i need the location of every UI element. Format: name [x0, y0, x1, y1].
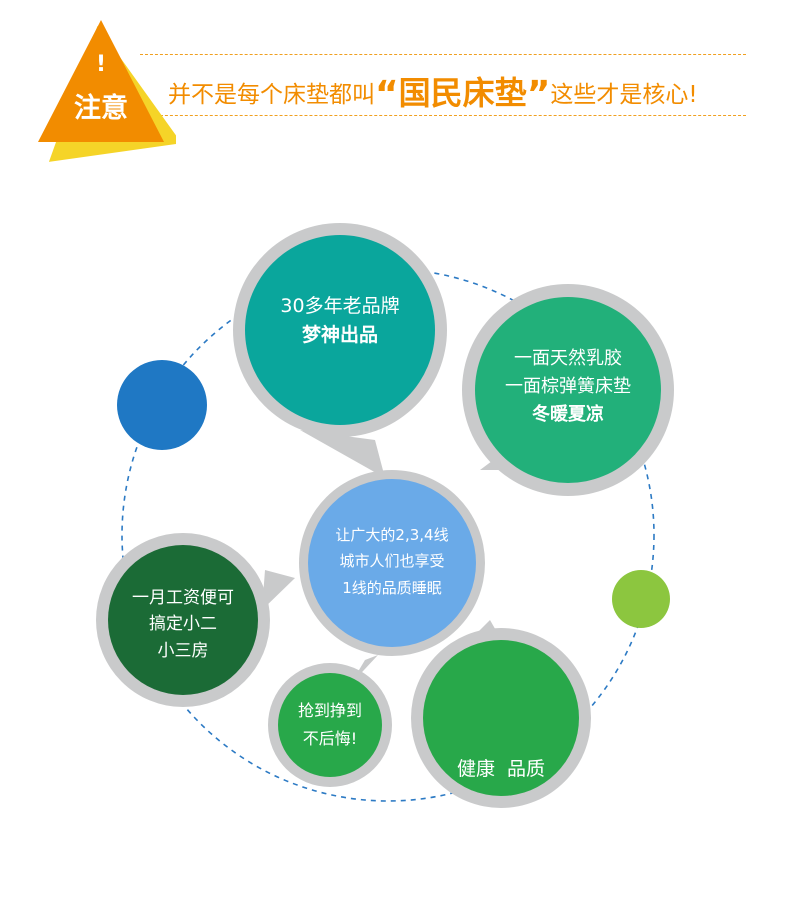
grab-line2: 不后悔! — [302, 729, 358, 748]
brand-line2: 梦神出品 — [301, 324, 378, 347]
brand-text: 30多年老品牌 梦神出品 — [245, 292, 435, 351]
brand-line1: 30多年老品牌 — [280, 295, 400, 317]
center-line2: 城市人们也享受 — [339, 552, 445, 571]
center-text: 让广大的2,3,4线 城市人们也享受 1线的品质睡眠 — [318, 522, 466, 601]
center-line3: 1线的品质睡眠 — [342, 578, 442, 597]
price-line3: 小三房 — [157, 640, 209, 661]
grab-text: 抢到挣到 不后悔! — [282, 697, 378, 753]
warning-badge: ! 注意 — [26, 14, 182, 164]
material-line2: 一面棕弹簧床垫 — [505, 375, 631, 397]
material-bubble — [462, 284, 674, 496]
price-line1: 一月工资便可 — [132, 588, 234, 608]
health-line2: 实用 — [481, 848, 520, 871]
center-line1: 让广大的2,3,4线 — [335, 526, 449, 544]
blue-dot — [117, 360, 207, 450]
grab-bubble — [268, 655, 392, 787]
warning-label: 注意 — [74, 93, 128, 124]
material-text: 一面天然乳胶 一面棕弹簧床垫 冬暖夏凉 — [483, 345, 653, 429]
health-line1: 健康 品质 — [456, 757, 546, 780]
material-line3: 冬暖夏凉 — [532, 403, 604, 425]
header-bottom-divider — [140, 115, 746, 116]
price-text: 一月工资便可 搞定小二 小三房 — [113, 585, 253, 664]
material-line1: 一面天然乳胶 — [514, 348, 622, 369]
feature-diagram — [96, 223, 674, 808]
header-top-divider — [140, 54, 746, 55]
headline-suffix: 这些才是核心! — [550, 82, 698, 108]
health-bubble — [411, 620, 591, 808]
grab-line1: 抢到挣到 — [297, 701, 362, 720]
center-bubble — [299, 470, 485, 656]
headline-close-quote: ” — [526, 74, 551, 115]
warning-mark: ! — [95, 52, 107, 77]
headline-prefix: 并不是每个床垫都叫 — [168, 82, 375, 108]
brand-bubble — [233, 223, 447, 478]
price-line2: 搞定小二 — [149, 614, 217, 635]
warning-triangle-icon — [38, 20, 182, 162]
headline-open-quote: “ — [375, 74, 399, 115]
price-bubble — [96, 533, 295, 707]
lime-dot — [612, 570, 670, 628]
headline: 并不是每个床垫都叫“国民床垫”这些才是核心! — [168, 68, 698, 118]
health-text: 健康 品质 实用 — [436, 693, 566, 906]
headline-emphasis: 国民床垫 — [398, 74, 527, 112]
